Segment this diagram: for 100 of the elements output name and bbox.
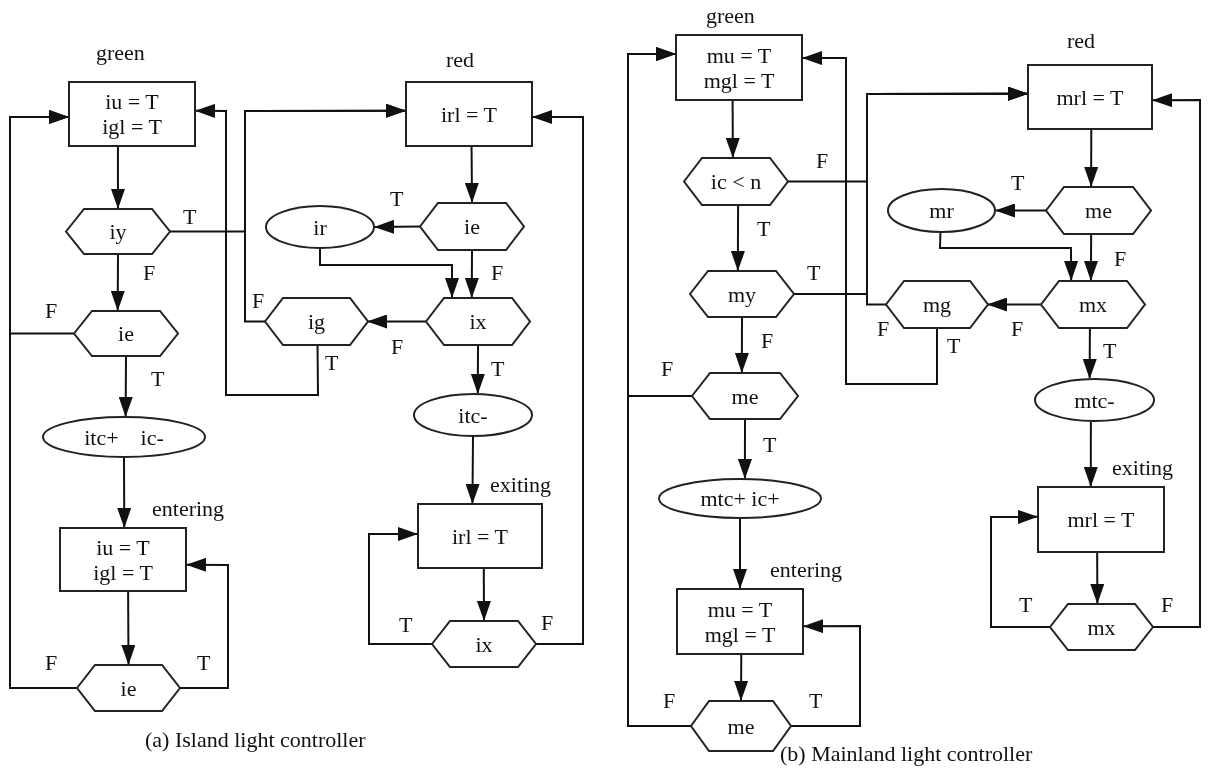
state-label: green — [706, 4, 755, 28]
assignment-text: mgl = T — [703, 67, 775, 93]
arrow — [938, 232, 1079, 281]
arrow — [730, 205, 745, 271]
arrow — [1084, 129, 1099, 187]
action-ellipse — [265, 205, 375, 249]
arrow — [476, 568, 491, 621]
decision-hexagon — [74, 310, 178, 357]
condition-text: iy — [109, 219, 127, 244]
arrow — [990, 509, 1051, 628]
arrow — [532, 110, 584, 645]
assignment-text: irl = T — [441, 101, 497, 127]
arrow — [733, 518, 747, 589]
condition-text: ix — [475, 631, 493, 657]
arrow — [737, 419, 752, 479]
arrow — [1082, 328, 1097, 379]
decision-hexagon — [420, 202, 524, 251]
state-label: red — [1067, 29, 1096, 53]
process-box — [675, 34, 803, 101]
arrow — [734, 654, 749, 701]
process-box — [1037, 486, 1165, 553]
arrow — [802, 51, 938, 385]
assignment-text: mrl = T — [1067, 507, 1135, 532]
state-label: entering — [770, 558, 843, 582]
arrow — [790, 619, 861, 727]
assignment-text: mu = T — [706, 42, 772, 68]
condition-text: ic < n — [710, 169, 762, 194]
assignment-text: igl = T — [93, 559, 153, 585]
assignment-text: iu = T — [105, 89, 159, 114]
arrow — [627, 47, 692, 727]
action-ellipse — [658, 478, 822, 519]
process-box — [59, 527, 187, 592]
decision-hexagon — [77, 664, 180, 712]
decision-hexagon — [66, 208, 170, 255]
arrow — [117, 457, 132, 528]
action-ellipse — [887, 188, 996, 233]
arrow — [110, 254, 125, 311]
arrow — [987, 297, 1042, 312]
arrow — [725, 100, 740, 158]
decision-hexagon — [1050, 603, 1153, 651]
arrow — [319, 248, 459, 298]
arrow — [367, 314, 427, 329]
arrow — [1152, 93, 1201, 628]
arrow — [195, 103, 319, 396]
condition-text: ie — [464, 214, 480, 239]
assignment-text: iu = T — [96, 534, 150, 560]
process-box — [417, 503, 543, 569]
action-text: mtc+ ic+ — [700, 486, 780, 511]
assignment-text: mgl = T — [704, 621, 776, 647]
decision-hexagon — [265, 297, 368, 346]
condition-text: my — [727, 281, 757, 307]
arrow — [111, 146, 125, 209]
arrow — [9, 110, 78, 689]
condition-text: me — [727, 713, 755, 739]
state-label: exiting — [1112, 456, 1174, 480]
arrow — [464, 250, 479, 298]
action-ellipse — [42, 416, 206, 458]
condition-text: ix — [469, 309, 487, 334]
action-text: itc+ ic- — [84, 424, 164, 450]
figure-caption: (a) Island light controller — [145, 728, 366, 752]
condition-text: mx — [1078, 292, 1108, 317]
condition-text: ig — [307, 309, 326, 334]
assignment-text: irl = T — [452, 523, 508, 549]
action-ellipse — [413, 393, 533, 437]
arrow — [368, 527, 433, 645]
decision-hexagon — [1041, 280, 1145, 329]
arrow — [734, 317, 749, 373]
arrow — [1084, 234, 1098, 281]
decision-hexagon — [426, 297, 530, 346]
decision-hexagon — [690, 270, 794, 318]
arrow — [464, 146, 479, 203]
process-box — [1027, 64, 1153, 130]
arrow — [118, 356, 133, 417]
assignment-text: mu = T — [707, 596, 773, 622]
action-text: mtc- — [1074, 387, 1115, 413]
decision-hexagon — [692, 372, 798, 420]
action-ellipse — [1034, 378, 1155, 422]
process-box — [676, 588, 804, 655]
action-text: mr — [929, 198, 954, 223]
action-text: ir — [313, 214, 327, 240]
state-label: red — [446, 48, 475, 72]
assignment-text: mrl = T — [1056, 84, 1124, 110]
assignment-text: igl = T — [102, 114, 162, 139]
arrow — [866, 86, 1028, 306]
decision-hexagon — [432, 620, 536, 668]
process-box — [405, 81, 533, 147]
state-label: green — [96, 41, 145, 65]
state-label: exiting — [490, 473, 552, 497]
arrow — [121, 591, 136, 665]
arrow — [470, 345, 485, 394]
decision-hexagon — [684, 157, 788, 206]
arrow — [995, 203, 1047, 218]
condition-text: mg — [922, 292, 952, 317]
decision-hexagon — [1046, 186, 1151, 235]
condition-text: ie — [120, 675, 137, 701]
condition-text: mx — [1087, 614, 1116, 640]
condition-text: me — [731, 383, 759, 409]
arrow — [1090, 552, 1105, 604]
arrow — [179, 557, 229, 689]
arrow — [374, 219, 421, 234]
